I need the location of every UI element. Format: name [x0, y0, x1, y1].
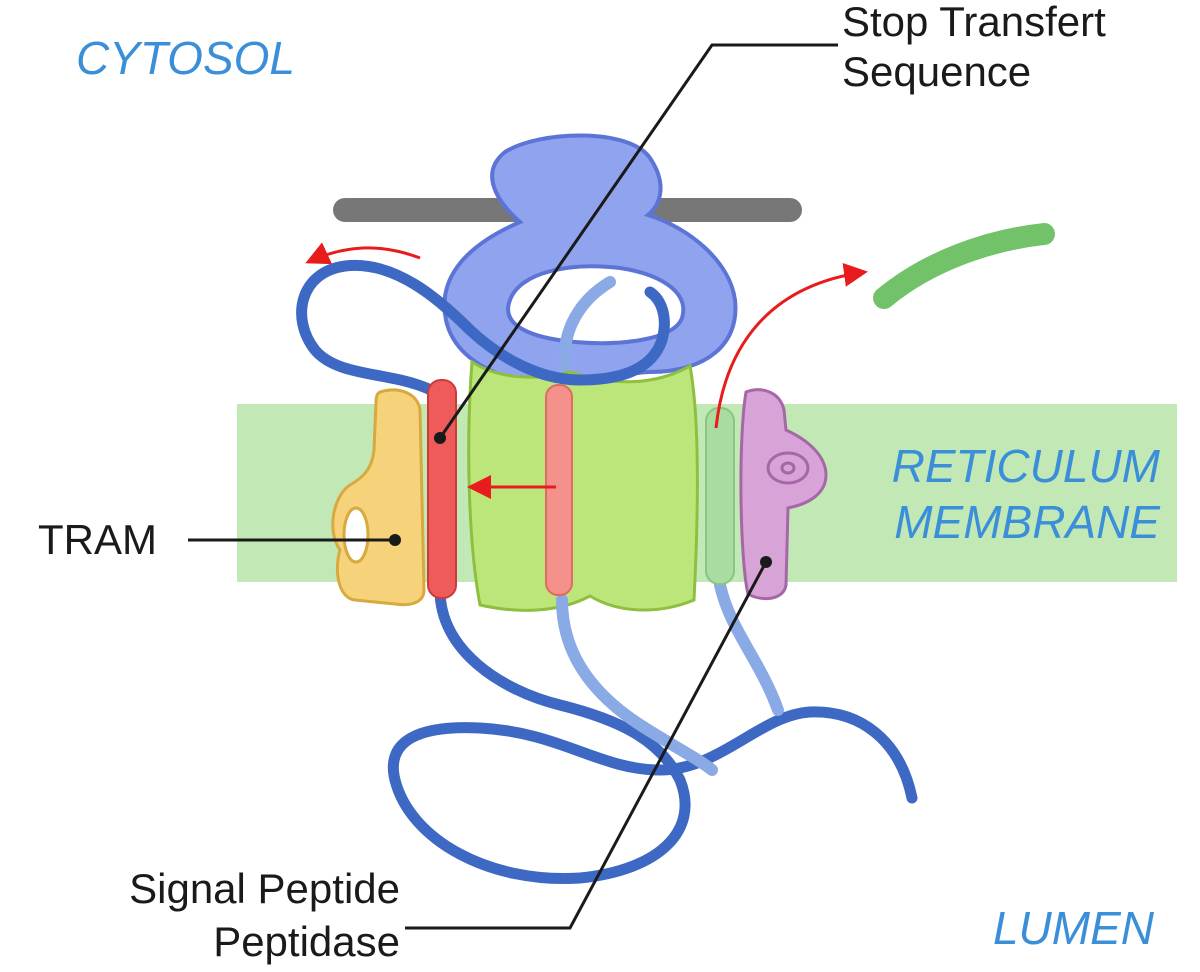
stop-transfer-helix — [427, 379, 457, 599]
cleaved-signal-peptide — [873, 223, 1055, 309]
protein-chain-lower — [387, 584, 918, 885]
stop-transfer-leader — [438, 43, 838, 439]
signal-peptidase-leader-dot — [760, 556, 772, 568]
signal-peptidase-label-line1: Signal Peptide — [129, 865, 400, 912]
signal-peptidase-label-line2: Peptidase — [213, 918, 400, 965]
signal-peptidase — [739, 388, 828, 601]
tram-pore — [342, 506, 370, 564]
peptidase-site-inner — [780, 461, 796, 475]
light-green-helix — [705, 407, 735, 585]
signal-helix — [545, 384, 573, 596]
arrow-signal-release — [714, 262, 868, 429]
cleaved-chain-light — [714, 579, 784, 716]
stop-transfer-label-line2: Sequence — [842, 48, 1031, 95]
lumen-chain-light — [556, 594, 718, 776]
tram-label: TRAM — [38, 516, 157, 563]
ribosome-tunnel — [506, 264, 686, 346]
nascent-chain-light — [557, 276, 616, 396]
stop-transfer-leader-dot — [434, 432, 446, 444]
lumen-label: LUMEN — [993, 902, 1155, 954]
callout-lines — [188, 43, 838, 930]
cytosol-label: CYTOSOL — [76, 32, 295, 84]
peptidase-site-outer — [766, 451, 810, 485]
protein-chain-upper-loop — [296, 259, 670, 401]
arrow-chain-exit — [305, 242, 421, 265]
translocon-channel — [467, 359, 699, 612]
tram-leader-dot — [389, 534, 401, 546]
stop-transfer-label-line1: Stop Transfert — [842, 0, 1106, 45]
signal-peptidase-leader — [405, 561, 768, 930]
membrane-label-line2: MEMBRANE — [894, 496, 1161, 548]
membrane-label-line1: RETICULUM — [892, 440, 1161, 492]
